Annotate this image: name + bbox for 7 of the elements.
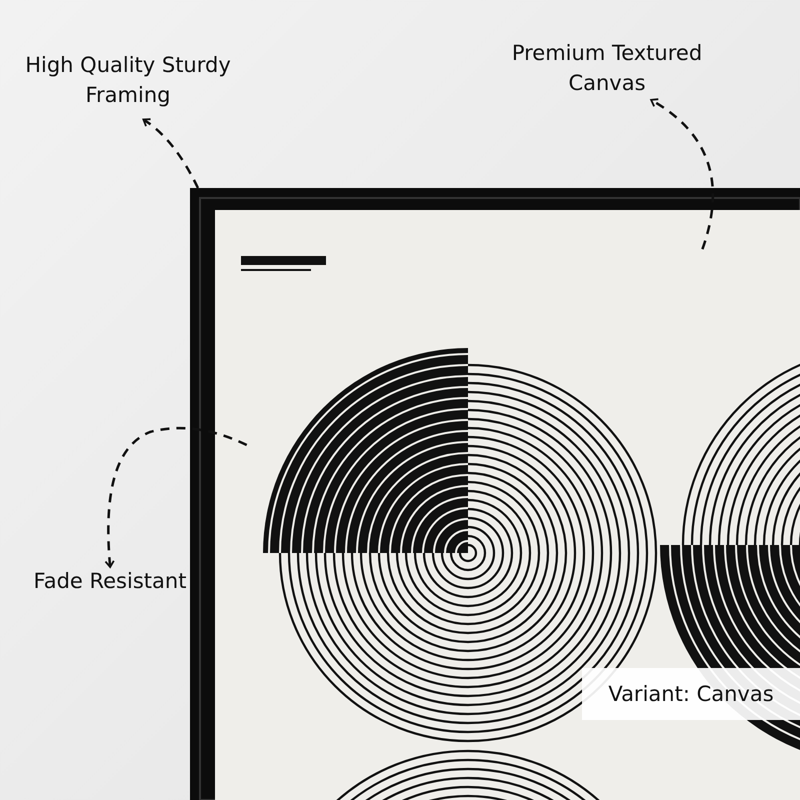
variant-label: Variant: Canvas — [582, 668, 800, 720]
leader-arrow — [142, 118, 200, 189]
leader-arrow — [650, 98, 714, 250]
callout-text: Fade Resistant — [20, 566, 200, 598]
leader-arrow — [104, 426, 248, 568]
callout-text: High Quality Sturdy Framing — [8, 50, 248, 114]
callout-text: Premium Textured Canvas — [487, 38, 727, 102]
